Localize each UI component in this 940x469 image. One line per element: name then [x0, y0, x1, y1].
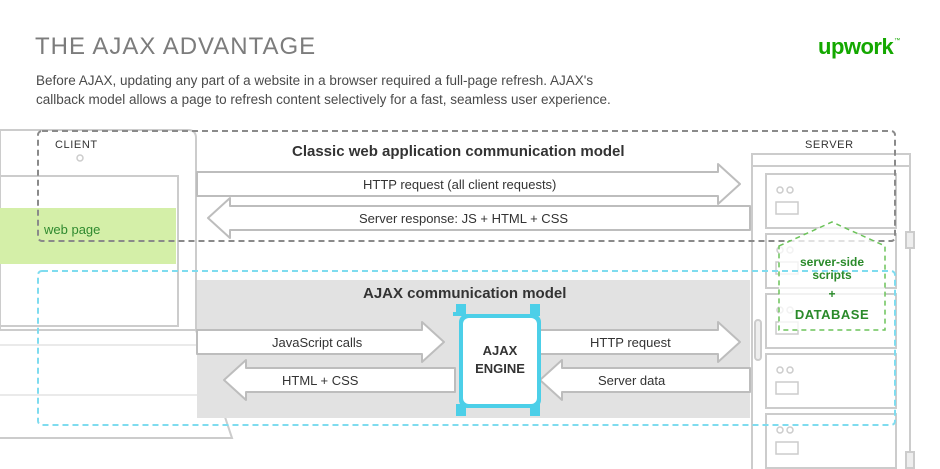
ajax-engine-line-2: ENGINE: [475, 361, 525, 376]
html-css-label: HTML + CSS: [282, 373, 359, 388]
ajax-engine: [453, 304, 541, 416]
ajax-engine-line-1: AJAX: [482, 343, 518, 358]
ajax-heading: AJAX communication model: [363, 285, 567, 302]
server-data-arrow: [539, 359, 751, 401]
intro-line-1: Before AJAX, updating any part of a webs…: [36, 73, 594, 88]
intro-text: Before AJAX, updating any part of a webs…: [36, 71, 611, 109]
server-side-scripts-line-1: server-side: [799, 255, 865, 269]
classic-model-box: [37, 130, 896, 242]
server-side-scripts-label: server-side scripts: [779, 256, 885, 282]
plus-sign: +: [828, 287, 836, 301]
server-side-scripts-line-2: scripts: [812, 268, 852, 282]
web-page-label: web page: [44, 222, 101, 237]
server-scripts-box: [778, 221, 886, 331]
server-label: SERVER: [805, 139, 854, 151]
upwork-logo: upwork™: [818, 34, 900, 60]
web-page-area: [0, 208, 176, 264]
page-title: THE AJAX ADVANTAGE: [35, 33, 317, 60]
http-request-arrow: [196, 163, 741, 205]
server-response-arrow: [207, 197, 751, 239]
server-data-label: Server data: [598, 373, 666, 388]
ajax-http-request-label: HTTP request: [590, 335, 671, 350]
logo-text: upwork: [818, 34, 894, 59]
http-request-label: HTTP request (all client requests): [363, 177, 557, 192]
ajax-model-box: [37, 270, 896, 426]
client-label: CLIENT: [55, 139, 98, 151]
classic-heading: Classic web application communication mo…: [292, 143, 625, 160]
javascript-calls-label: JavaScript calls: [272, 335, 363, 350]
database-label: DATABASE: [794, 307, 870, 322]
javascript-calls-arrow: [196, 321, 445, 363]
html-css-arrow: [223, 359, 456, 401]
ajax-engine-label: AJAX ENGINE: [463, 342, 537, 378]
intro-line-2: callback model allows a page to refresh …: [36, 92, 611, 107]
logo-trademark: ™: [894, 38, 900, 44]
ajax-http-request-arrow: [539, 321, 741, 363]
server-response-label: Server response: JS + HTML + CSS: [359, 211, 569, 226]
